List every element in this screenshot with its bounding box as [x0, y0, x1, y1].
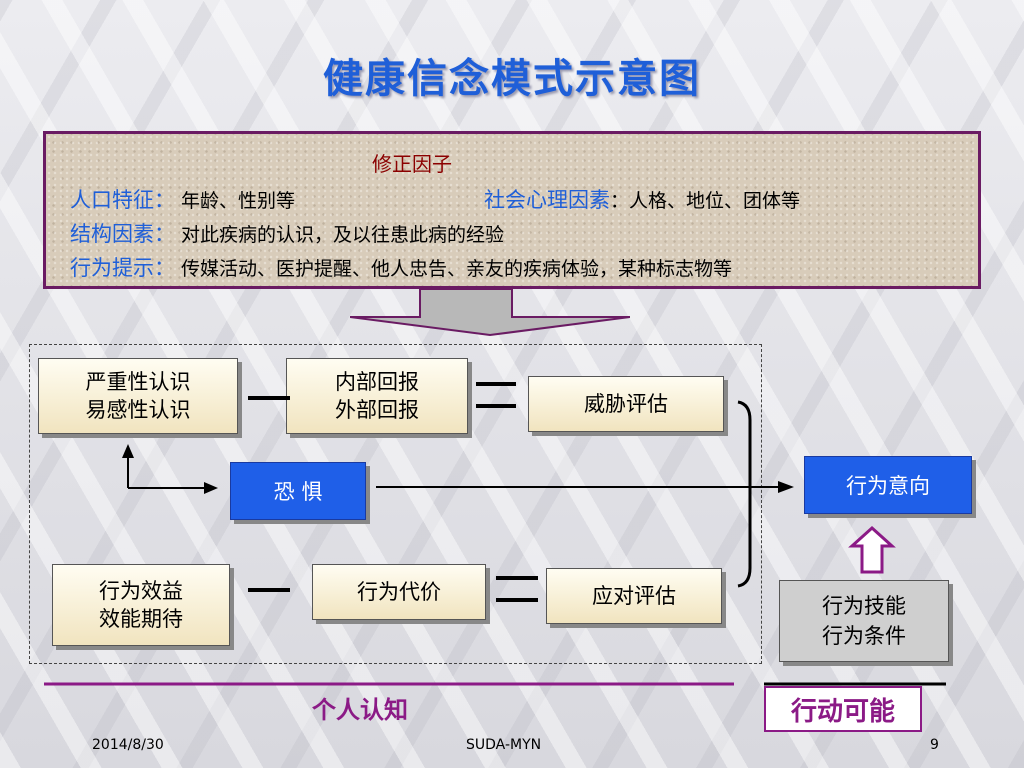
slide-title: 健康信念模式示意图 [323, 56, 701, 102]
efficacy-expectation-label: 效能期待 [99, 607, 183, 631]
social-row: 社会心理因素：人格、地位、团体等 [484, 184, 800, 214]
threat-assessment-label: 威胁评估 [584, 392, 668, 416]
reward-box: 内部回报 外部回报 [286, 358, 468, 434]
coping-assessment-box: 应对评估 [546, 568, 722, 624]
down-arrow-icon [350, 289, 630, 337]
behavior-cost-label: 行为代价 [357, 580, 441, 604]
social-value: ：人格、地位、团体等 [610, 190, 801, 212]
action-possibility-label: 行动可能 [764, 686, 922, 732]
demographic-row: 人口特征： 年龄、性别等 [70, 184, 295, 214]
cue-row: 行为提示： 传媒活动、医护提醒、他人忠告、亲友的疾病体验，某种标志物等 [70, 252, 732, 282]
cost-box: 行为代价 [312, 564, 486, 620]
structural-key: 结构因素： [70, 222, 175, 246]
skill-box: 行为技能 行为条件 [779, 580, 949, 662]
behavior-condition-label: 行为条件 [822, 624, 906, 648]
internal-reward-label: 内部回报 [335, 370, 419, 394]
severity-label: 严重性认识 [85, 370, 191, 394]
bracket-right [737, 400, 752, 588]
up-arrow-icon [848, 525, 896, 574]
cue-value: 传媒活动、医护提醒、他人忠告、亲友的疾病体验，某种标志物等 [181, 258, 733, 280]
action-possibility-text: 行动可能 [790, 696, 895, 727]
cue-key: 行为提示： [70, 256, 175, 280]
benefit-box: 行为效益 效能期待 [52, 564, 230, 646]
arrow-up-head [122, 444, 134, 458]
cognition-frame [29, 344, 762, 664]
threat-assessment-box: 威胁评估 [528, 376, 724, 432]
behavior-skill-label: 行为技能 [822, 594, 906, 618]
modifying-factors-heading: 修正因子 [372, 152, 452, 176]
social-key: 社会心理因素 [484, 188, 610, 212]
severity-box: 严重性认识 易感性认识 [38, 358, 238, 434]
demographic-value: 年龄、性别等 [181, 190, 296, 212]
demographic-key: 人口特征： [70, 188, 175, 212]
intention-box: 行为意向 [804, 456, 972, 514]
fear-box: 恐 惧 [230, 462, 366, 520]
footer-date: 2014/8/30 [92, 737, 164, 753]
external-reward-label: 外部回报 [335, 398, 419, 422]
footer-page-number: 9 [930, 737, 939, 753]
coping-assessment-label: 应对评估 [592, 584, 676, 608]
modifying-factors-box: 修正因子 人口特征： 年龄、性别等 社会心理因素：人格、地位、团体等 结构因素：… [43, 131, 981, 289]
structural-value: 对此疾病的认识，及以往患此病的经验 [181, 224, 505, 246]
structural-row: 结构因素： 对此疾病的认识，及以往患此病的经验 [70, 218, 504, 248]
arrow-intention-head [778, 481, 794, 493]
footer-author: SUDA-MYN [466, 737, 542, 753]
arrow-right-head [204, 482, 218, 494]
personal-cognition-label: 个人认知 [312, 696, 408, 724]
intention-label: 行为意向 [846, 474, 930, 498]
susceptibility-label: 易感性认识 [85, 398, 191, 422]
behavior-benefit-label: 行为效益 [99, 579, 183, 603]
fear-label: 恐 惧 [273, 480, 323, 504]
